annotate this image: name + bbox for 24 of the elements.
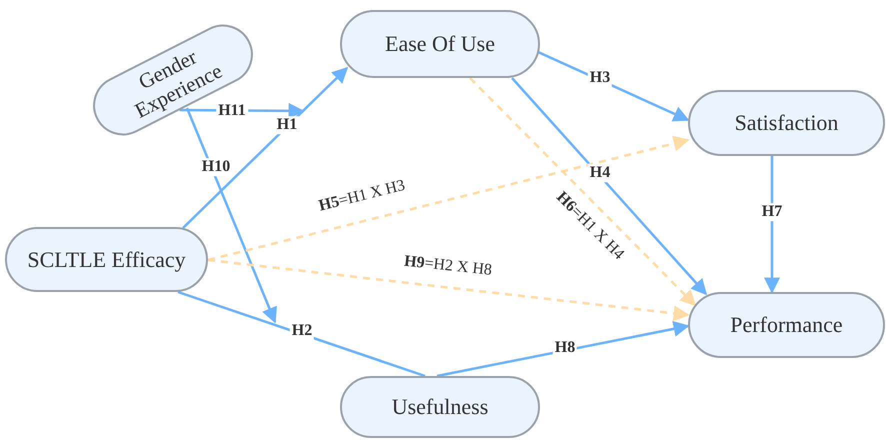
arrow: [511, 77, 708, 296]
arrow: [186, 108, 277, 324]
rounded-node: [688, 90, 885, 156]
edge-label: H9=H2 X H8: [402, 252, 494, 280]
edge-label: H5=H1 X H3: [316, 176, 408, 216]
edge-label: H4: [588, 164, 612, 182]
node-label: Satisfaction: [734, 110, 838, 136]
edge-label: H7: [760, 203, 784, 221]
edge-label: H2: [290, 322, 314, 340]
node-label: SCLTLE Efficacy: [27, 246, 186, 272]
rounded-node: [688, 292, 885, 358]
edge-label: H3: [588, 69, 612, 87]
edge-label: H10: [200, 158, 232, 176]
arrow: [436, 320, 690, 378]
arrow: [469, 77, 696, 306]
arrow: [208, 136, 690, 262]
node-label: Ease Of Use: [385, 31, 495, 57]
node-label: Usefulness: [392, 394, 488, 420]
arrow: [208, 258, 690, 322]
edge-label: H8: [552, 339, 578, 357]
edge-label: H1: [274, 116, 300, 134]
arrow: [182, 66, 348, 229]
node-label: Performance: [730, 312, 843, 338]
edge-label: H6=H1 X H4: [552, 188, 628, 265]
